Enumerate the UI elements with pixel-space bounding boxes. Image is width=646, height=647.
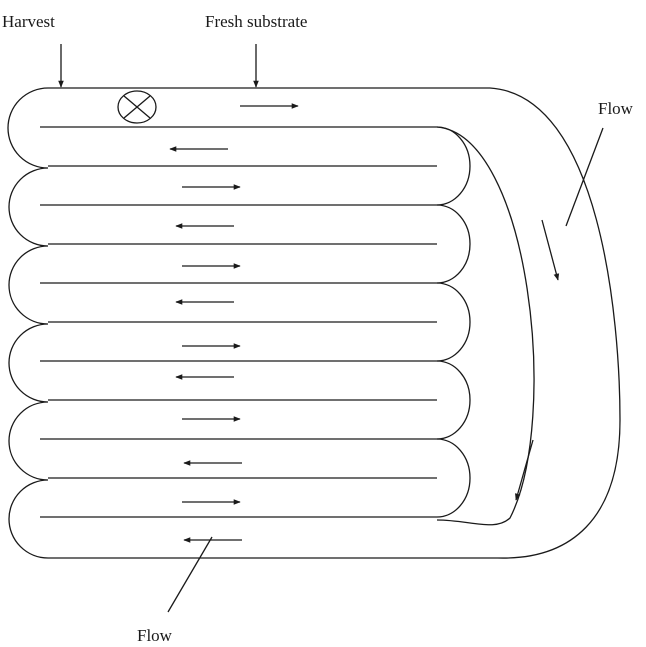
turn-loop [436,360,471,440]
turn-loop [436,204,471,284]
turn-loop [436,126,471,206]
flow-label-bottom: Flow [137,626,173,645]
return-channel-inner-wall [436,126,535,526]
fresh-substrate-label: Fresh substrate [205,12,307,31]
return-flow-arrows [515,219,560,501]
harvest-label: Harvest [2,12,55,31]
turn-loop [436,438,471,518]
turn-loop [436,282,471,362]
turn-loops [436,126,471,518]
channel-outline [7,87,621,559]
flow-leader-line [565,127,604,227]
paddlewheel-mixer-icon [117,90,157,124]
down-arrow-icon [541,219,560,281]
down-arrow-icon [515,439,534,501]
flow-leader-line [167,536,213,613]
baffle-walls [40,126,437,518]
flow-label-right: Flow [598,99,634,118]
channel-flow-arrows [169,103,299,543]
